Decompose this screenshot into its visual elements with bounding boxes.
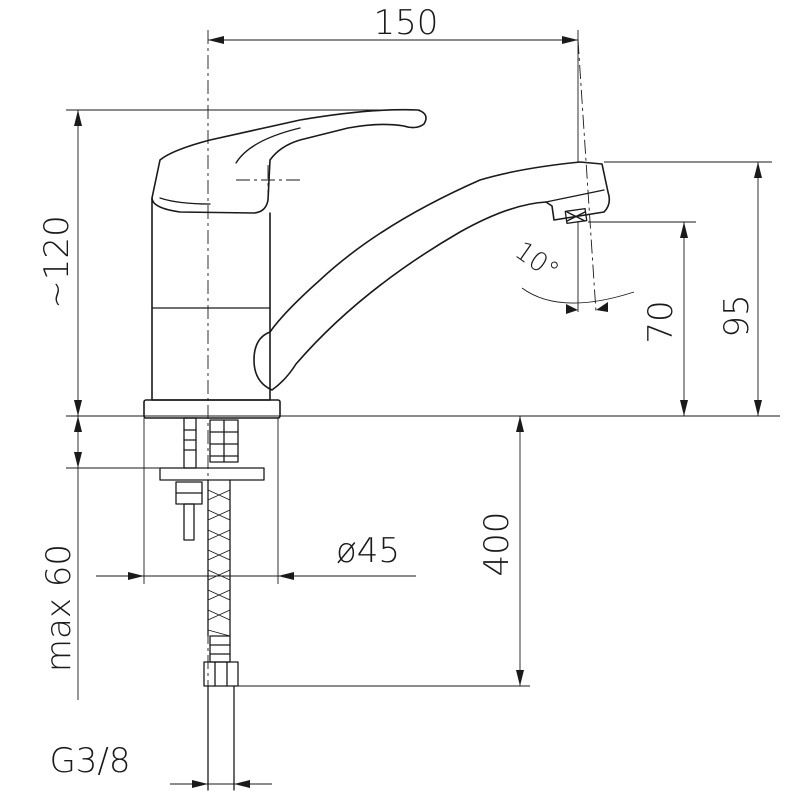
dim-label-10deg: 10° [509,236,564,287]
spout [253,161,611,391]
hose-nut-bottom [203,661,239,687]
mounting-stud [183,417,197,469]
hose-ferrule [209,635,231,663]
dim-label-95: 95 [717,294,757,337]
dimension-angle-10: 10° [509,222,635,314]
dimension-length-400: 400 [238,416,530,687]
dim-label-400: 400 [477,512,517,577]
dimension-height-95: 95 [604,161,772,416]
mounting-hardware [66,415,780,791]
dim-label-70: 70 [641,300,681,343]
dimension-max-60: max 60 [39,416,160,700]
dim-label-g38: G3/8 [49,741,130,781]
center-lines [207,30,597,790]
cartridge-body [151,197,271,401]
dimension-thread-g38: G3/8 [49,741,272,788]
aerator [564,208,588,224]
dim-label-120: ~120 [37,215,77,308]
dimension-diameter-45: ø45 [96,418,416,584]
lever-handle [151,108,427,214]
dim-label-max60: max 60 [39,544,79,672]
dim-label-150: 150 [374,3,439,43]
braided-hose [207,479,231,637]
dimension-height-70: 70 [588,221,696,416]
dimension-width-150: 150 [208,3,579,162]
dim-label-45: ø45 [336,531,400,571]
faucet-body [143,108,611,419]
mounting-plate [159,467,265,481]
dimension-height-120: ~120 [37,109,420,416]
base-flange [143,399,281,419]
